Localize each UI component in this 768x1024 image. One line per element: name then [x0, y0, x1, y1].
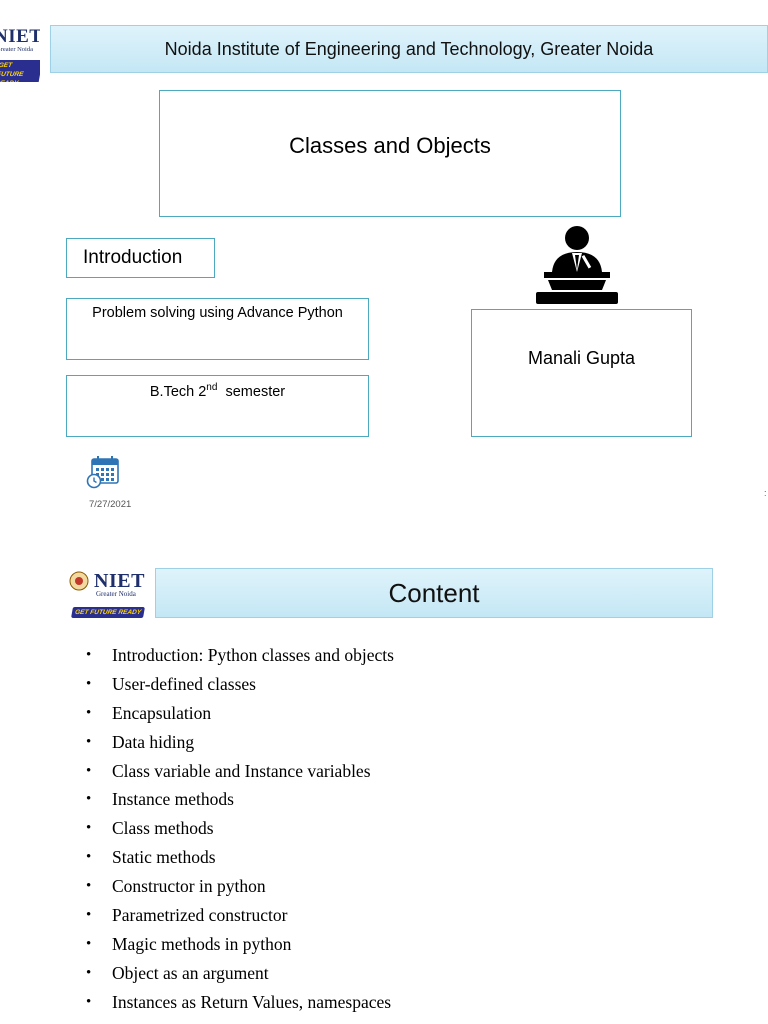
- semester-box: B.Tech 2nd semester: [66, 375, 369, 437]
- page-edge-mark: :: [764, 488, 767, 498]
- list-item: •Instance methods: [86, 789, 234, 810]
- list-item: •Instances as Return Values, namespaces: [86, 991, 392, 1012]
- semester-sup: nd: [206, 382, 218, 393]
- list-item: •Constructor in python: [86, 876, 266, 897]
- emblem-icon: [69, 571, 89, 591]
- niet-logo-2: NIET Greater Noida GET FUTURE READY: [68, 570, 148, 622]
- list-item: •Class variable and Instance variables: [86, 760, 371, 781]
- semester-text: B.Tech 2nd semester: [150, 382, 285, 400]
- speaker-podium-icon: [532, 222, 622, 308]
- content-header: Content: [155, 568, 713, 618]
- subject-box: Problem solving using Advance Python: [66, 298, 369, 360]
- list-item: •User-defined classes: [86, 673, 256, 694]
- logo-badge-2: GET FUTURE READY: [71, 607, 146, 618]
- logo-subtitle-2: Greater Noida: [96, 590, 136, 598]
- presenter-box: Manali Gupta: [471, 309, 692, 437]
- logo-name: NIET: [0, 28, 40, 47]
- intro-label: Introduction: [83, 247, 183, 268]
- calendar-clock-icon: [86, 455, 120, 489]
- list-item: •Introduction: Python classes and object…: [86, 645, 394, 665]
- slide-title-box: Classes and Objects: [159, 90, 621, 217]
- slide-title: Classes and Objects: [289, 133, 491, 158]
- list-item: •Static methods: [86, 847, 216, 868]
- intro-box: Introduction: [66, 238, 215, 278]
- semester-suffix: semester: [225, 383, 286, 400]
- list-item: •Object as an argument: [86, 962, 269, 983]
- semester-prefix: B.Tech 2: [149, 383, 207, 400]
- presenter-name: Manali Gupta: [527, 348, 636, 368]
- content-list: •Introduction: Python classes and object…: [86, 642, 394, 1018]
- institute-header: Noida Institute of Engineering and Techn…: [50, 25, 768, 73]
- list-item: •Magic methods in python: [86, 933, 292, 954]
- subject-text: Problem solving using Advance Python: [92, 305, 343, 321]
- list-item: •Encapsulation: [86, 702, 212, 723]
- slide-date: 7/27/2021: [89, 499, 132, 510]
- logo-name-2: NIET: [94, 570, 145, 592]
- logo-badge: GET FUTURE READY: [0, 60, 40, 82]
- list-item: •Data hiding: [86, 731, 195, 752]
- niet-logo: NIET Greater Noida GET FUTURE READY: [0, 28, 40, 82]
- list-item: •Class methods: [86, 818, 214, 839]
- logo-subtitle: Greater Noida: [0, 46, 33, 53]
- list-item: •Parametrized constructor: [86, 905, 288, 926]
